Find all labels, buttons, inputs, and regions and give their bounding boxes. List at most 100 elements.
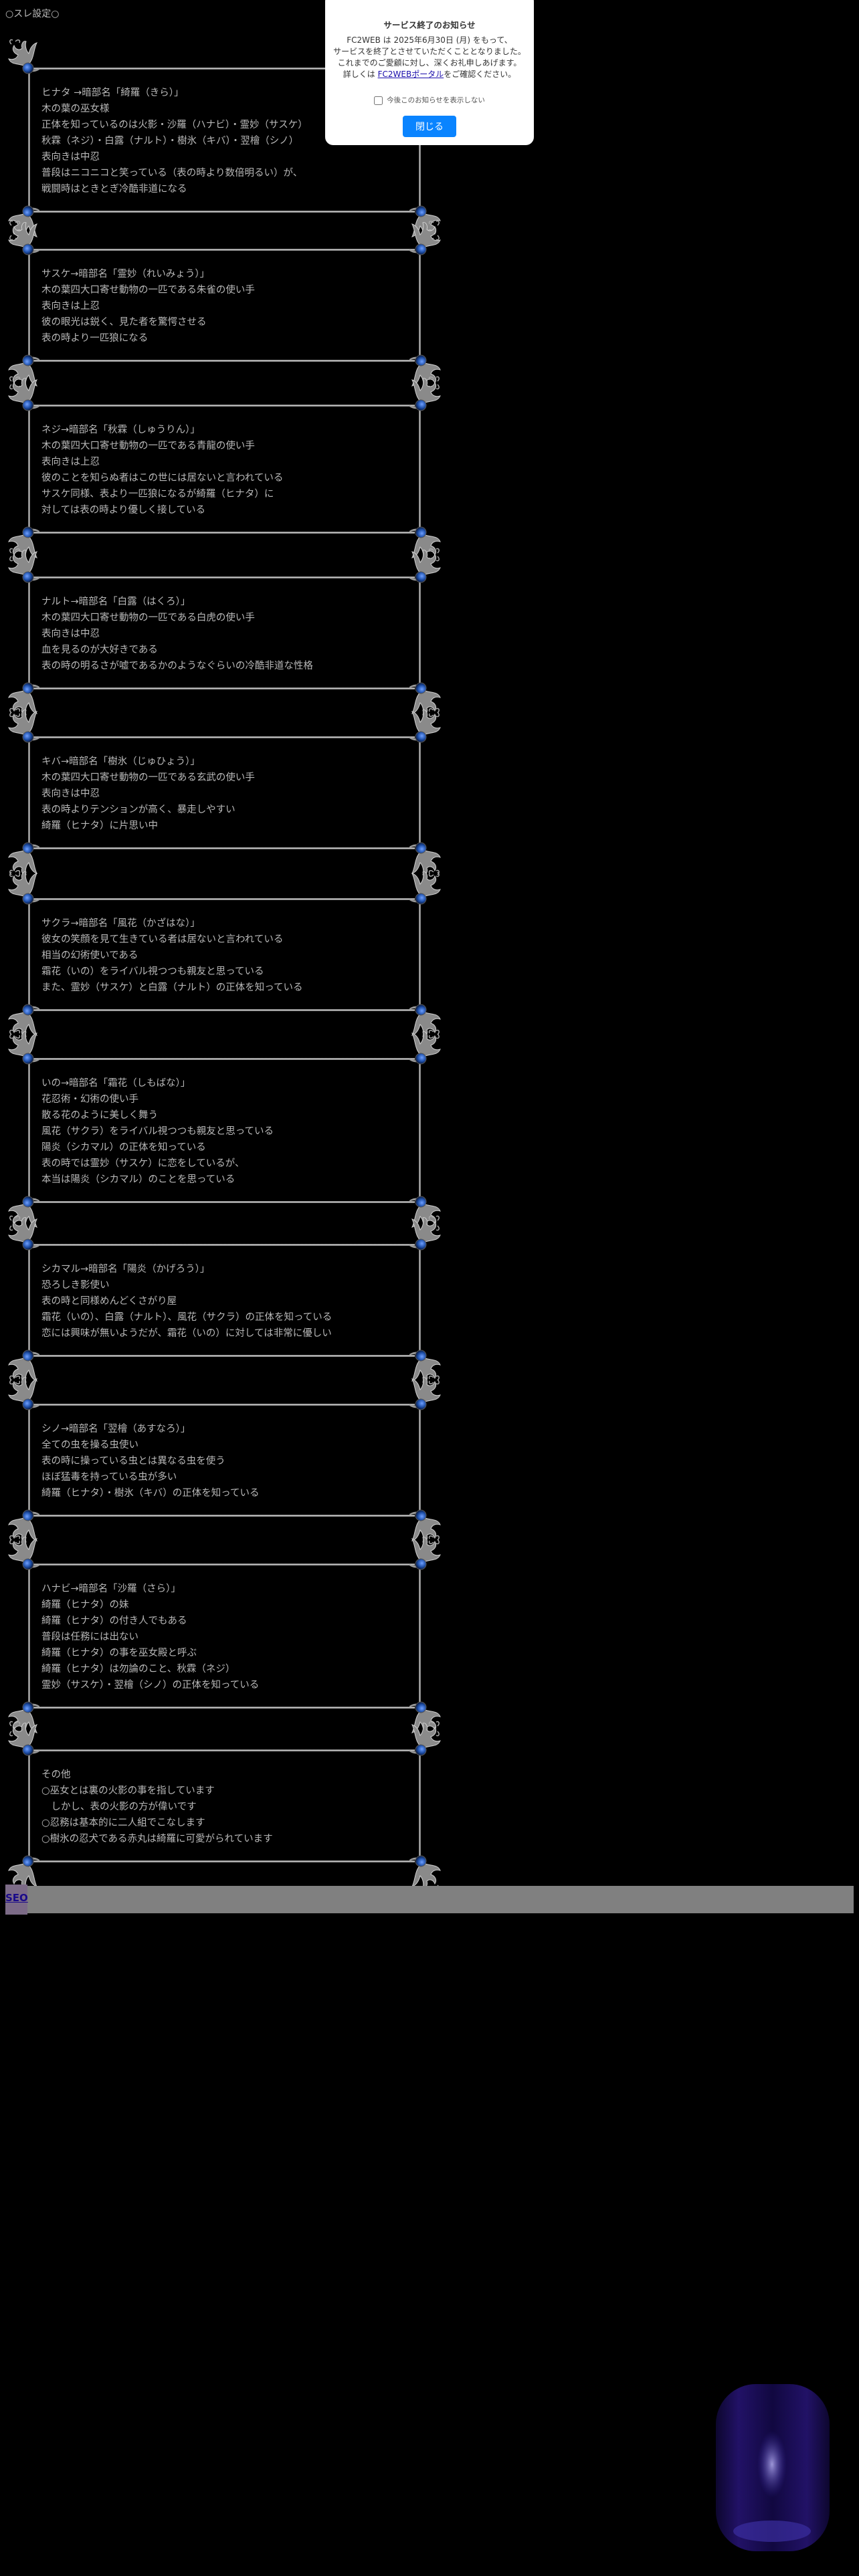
close-button[interactable]: 閉じる — [403, 116, 456, 137]
frame-bottom-line — [33, 1355, 415, 1357]
block-text: シカマル→暗部名「陽炎（かげろう）」恐ろしき影使い表の時と同様めんどくさがり屋霜… — [41, 1261, 332, 1341]
text-line: 普段は任務には出ない — [41, 1632, 138, 1642]
text-line: 綺羅（ヒナタ）・樹氷（キバ）の正体を知っている — [41, 1488, 260, 1499]
character-block: シカマル→暗部名「陽炎（かげろう）」恐ろしき影使い表の時と同様めんどくさがり屋霜… — [0, 1214, 443, 1386]
text-line: 霊妙（サスケ）・翌檜（シノ）の正体を知っている — [41, 1680, 260, 1691]
text-line: 対しては表の時より優しく接している — [41, 505, 206, 516]
text-line: ネジ→暗部名「秋霖（しゅうりん）」 — [41, 425, 200, 435]
text-line: 恐ろしき影使い — [41, 1280, 110, 1291]
frame-top-line — [33, 1404, 415, 1406]
character-block: ネジ→暗部名「秋霖（しゅうりん）」木の葉四大口寄せ動物の一匹である青龍の使い手表… — [0, 375, 443, 562]
hide-notice-option[interactable]: 今後このお知らせを表示しない — [325, 95, 534, 105]
frame-top-line — [33, 1564, 415, 1566]
corner-ornament-icon — [409, 1215, 443, 1257]
text-line: 霜花（いの）をライバル視つつも親友と思っている — [41, 966, 264, 977]
text-line: 木の葉四大口寄せ動物の一匹である朱雀の使い手 — [41, 285, 255, 296]
corner-ornament-icon — [6, 708, 39, 749]
text-line: シノ→暗部名「翌檜（あすなろ）」 — [41, 1424, 191, 1434]
character-block: いの→暗部名「霜花（しもばな）」花忍術・幻術の使い手散る花のように美しく舞う風花… — [0, 1029, 443, 1232]
blue-glow-figure-image — [716, 2384, 830, 2551]
block-text: キバ→暗部名「樹氷（じゅひょう）」木の葉四大口寄せ動物の一匹である玄武の使い手表… — [41, 754, 255, 834]
frame-left-line — [28, 249, 30, 360]
frame-right-line — [419, 1404, 421, 1515]
frame-right-line — [419, 899, 421, 1010]
text-line: 戦闘時はときとぎ冷酷非道になる — [41, 184, 187, 195]
seo-link[interactable]: SEO — [5, 1885, 28, 1915]
corner-ornament-icon — [6, 1029, 39, 1071]
text-line: しかし、表の火影の方が偉いです — [41, 1802, 197, 1812]
text-line: サスケ同様、表より一匹狼になるが綺羅（ヒナタ）に — [41, 489, 274, 500]
text-line: サクラ→暗部名「風花（かざはな）」 — [41, 918, 200, 929]
character-block: ヒナタ →暗部名「綺羅（きら）」木の葉の巫女様正体を知っているのは火影・沙羅（ハ… — [0, 38, 443, 241]
frame-left-line — [28, 1564, 30, 1707]
modal-body: FC2WEB は 2025年6月30日 (月) をもって、 サービスを終了とさせ… — [325, 35, 534, 80]
frame-right-line — [419, 1750, 421, 1861]
text-line: 綺羅（ヒナタ）の付き人でもある — [41, 1616, 187, 1626]
corner-ornament-icon — [409, 376, 443, 417]
text-line: 表向きは上忍 — [41, 301, 100, 312]
text-line: 花忍術・幻術の使い手 — [41, 1094, 138, 1105]
text-line: ヒナタ →暗部名「綺羅（きら）」 — [41, 88, 184, 98]
frame-bottom-line — [33, 1009, 415, 1011]
frame-right-line — [419, 737, 421, 848]
text-line: 綺羅（ヒナタ）は勿論のこと、秋霖（ネジ） — [41, 1664, 235, 1675]
corner-ornament-icon — [409, 1375, 443, 1416]
corner-ornament-icon — [409, 869, 443, 911]
text-line: 表の時と同様めんどくさがり屋 — [41, 1296, 177, 1307]
corner-ornament-icon — [6, 376, 39, 417]
frame-bottom-line — [33, 1201, 415, 1203]
text-line: 血を見るのが大好きである — [41, 645, 158, 655]
frame-left-line — [28, 1245, 30, 1356]
block-text: その他○巫女とは裏の火影の事を指しています しかし、表の火影の方が偉いです○忍務… — [41, 1767, 273, 1847]
text-line: 全ての虫を操る虫使い — [41, 1440, 138, 1451]
frame-top-line — [33, 1244, 415, 1246]
text-line: 霜花（いの）、白露（ナルト）、風花（サクラ）の正体を知っている — [41, 1312, 332, 1323]
frame-right-line — [419, 1245, 421, 1356]
frame-bottom-line — [33, 211, 415, 213]
text-line: 散る花のように美しく舞う — [41, 1110, 158, 1121]
text-line: 彼のことを知らぬ者はこの世には居ないと言われている — [41, 473, 284, 484]
corner-ornament-icon — [409, 1721, 443, 1762]
corner-ornament-icon — [6, 1721, 39, 1762]
text-line: 綺羅（ヒナタ）の妹 — [41, 1600, 129, 1610]
text-line: 正体を知っているのは火影・沙羅（ハナビ）・霊妙（サスケ） — [41, 120, 308, 130]
modal-line: サービスを終了とさせていただくこととなりました。 — [333, 47, 526, 56]
character-block: シノ→暗部名「翌檜（あすなろ）」全ての虫を操る虫使い表の時に操っている虫とは異な… — [0, 1374, 443, 1545]
hide-notice-checkbox[interactable] — [374, 96, 383, 105]
frame-bottom-line — [33, 532, 415, 534]
modal-text: をご確認ください。 — [444, 70, 516, 79]
frame-right-line — [419, 249, 421, 360]
modal-line: FC2WEB は 2025年6月30日 (月) をもって、 — [347, 35, 512, 45]
character-block: サクラ→暗部名「風花（かざはな）」彼女の笑顔を見て生きている者は居ないと言われて… — [0, 869, 443, 1040]
fc2web-portal-link[interactable]: FC2WEBポータル — [377, 70, 444, 79]
frame-bottom-line — [33, 360, 415, 362]
text-line: サスケ→暗部名「霊妙（れいみょう）」 — [41, 269, 210, 280]
frame-top-line — [33, 1058, 415, 1060]
corner-ornament-icon — [409, 1849, 443, 1891]
text-line: 木の葉の巫女様 — [41, 104, 110, 114]
corner-ornament-icon — [6, 548, 39, 589]
text-line: 表の時より一匹狼になる — [41, 333, 149, 344]
block-text: ナルト→暗部名「白露（はくろ）」木の葉四大口寄せ動物の一匹である白虎の使い手表向… — [41, 594, 313, 674]
frame-right-line — [419, 1564, 421, 1707]
hide-notice-label: 今後このお知らせを表示しない — [387, 96, 485, 104]
character-block: キバ→暗部名「樹氷（じゅひょう）」木の葉四大口寄せ動物の一匹である玄武の使い手表… — [0, 707, 443, 878]
corner-ornament-icon — [409, 548, 443, 589]
character-block: サスケ→暗部名「霊妙（れいみょう）」木の葉四大口寄せ動物の一匹である朱雀の使い手… — [0, 219, 443, 391]
text-line: 表の時では霊妙（サスケ）に恋をしているが、 — [41, 1158, 245, 1169]
text-line: その他 — [41, 1769, 71, 1780]
frame-right-line — [419, 577, 421, 688]
character-block: ハナビ→暗部名「沙羅（さら）」綺羅（ヒナタ）の妹綺羅（ヒナタ）の付き人でもある普… — [0, 1534, 443, 1737]
frame-left-line — [28, 899, 30, 1010]
frame-right-line — [419, 1059, 421, 1202]
corner-ornament-icon — [6, 869, 39, 911]
block-text: ハナビ→暗部名「沙羅（さら）」綺羅（ヒナタ）の妹綺羅（ヒナタ）の付き人でもある普… — [41, 1581, 259, 1693]
text-line: 木の葉四大口寄せ動物の一匹である白虎の使い手 — [41, 613, 255, 623]
text-line: ○巫女とは裏の火影の事を指しています — [41, 1786, 215, 1796]
frame-bottom-line — [33, 687, 415, 689]
frame-left-line — [28, 1059, 30, 1202]
frame-top-line — [33, 68, 415, 70]
text-line: 普段はニコニコと笑っている（表の時より数倍明るい）が、 — [41, 168, 303, 179]
text-line: ハナビ→暗部名「沙羅（さら）」 — [41, 1584, 181, 1594]
block-text: いの→暗部名「霜花（しもばな）」花忍術・幻術の使い手散る花のように美しく舞う風花… — [41, 1075, 274, 1188]
